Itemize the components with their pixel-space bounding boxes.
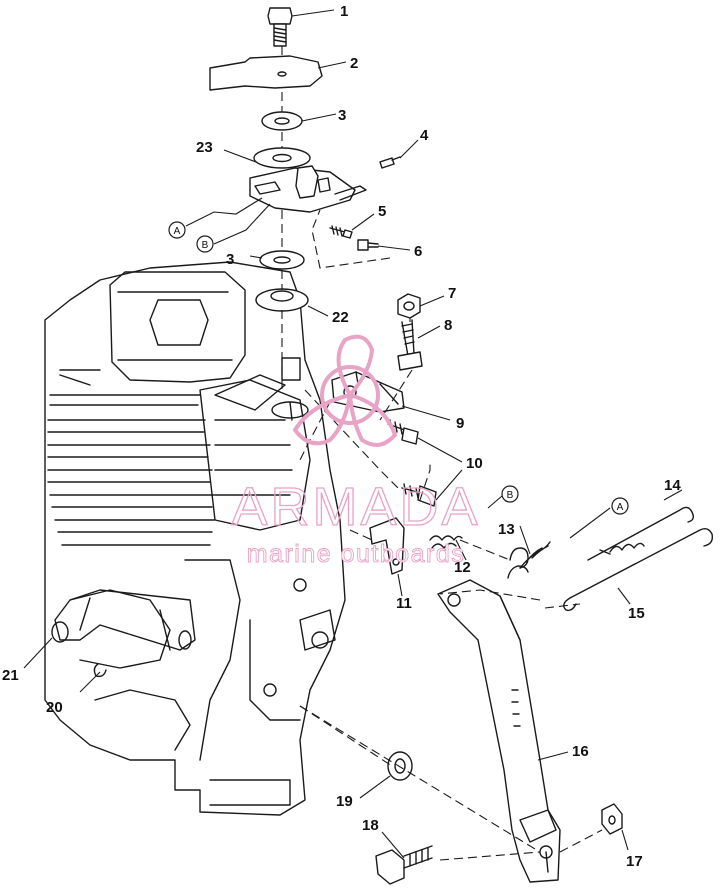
ref-circle-a-lower: [611, 497, 629, 515]
callout-14: 14: [664, 477, 681, 494]
callout-3-upper: 3: [338, 107, 346, 124]
control-plate: [209, 55, 323, 91]
small-screw: [379, 156, 401, 169]
callout-10: 10: [466, 455, 483, 472]
flat-washer: [387, 751, 413, 781]
callout-23: 23: [196, 139, 213, 156]
callout-7: 7: [448, 285, 456, 302]
governor-spring: [507, 541, 551, 579]
callout-16: 16: [572, 743, 589, 760]
callout-2: 2: [350, 55, 358, 72]
washer-lower: [259, 250, 305, 270]
engine-block: [44, 261, 346, 816]
callout-12: 12: [454, 559, 471, 576]
linkage-rod: [587, 506, 695, 561]
spacer: [255, 288, 309, 312]
control-rod: [563, 527, 714, 612]
bracket-bolt: [401, 483, 437, 507]
callout-8: 8: [444, 317, 452, 334]
callout-19: 19: [336, 793, 353, 810]
callout-1: 1: [340, 3, 348, 20]
watermark-subtitle: marine outboards: [247, 540, 466, 568]
callout-3-lower: 3: [226, 251, 234, 268]
screw-six: [357, 239, 379, 251]
callout-4: 4: [420, 127, 429, 144]
callout-13: 13: [498, 521, 515, 538]
ref-circle-b-upper: [196, 235, 214, 253]
callout-20: 20: [46, 699, 63, 716]
callout-22: 22: [332, 309, 349, 326]
speed-control-lever: [437, 579, 561, 883]
callout-6: 6: [414, 243, 422, 260]
ref-circle-b-lower: [501, 485, 519, 503]
speed-control-assembly: [249, 147, 367, 213]
callout-9: 9: [456, 415, 464, 432]
armada-watermark: ARMADA marine outboards: [231, 334, 480, 568]
callout-18: 18: [362, 817, 379, 834]
adjusting-screw: [329, 225, 353, 239]
retaining-clip: [93, 663, 107, 678]
armada-logo-icon: [292, 334, 398, 447]
square-nut: [601, 803, 623, 835]
ref-circle-a-upper: [168, 221, 186, 239]
leader-lines: [23, 9, 683, 859]
pivot-bolt: [375, 845, 433, 885]
callout-5: 5: [378, 203, 386, 220]
ref-label-b-lower: B: [507, 490, 514, 501]
callout-17: 17: [626, 853, 643, 870]
crank-lever: [51, 589, 196, 651]
reference-markers: A B A B: [168, 221, 629, 515]
ref-label-a-upper: A: [174, 226, 181, 237]
hex-nut: [397, 293, 421, 319]
callout-labels: 1 2 3 3 4 5 6 7 8 9 10 11 12 13 14 15 16…: [2, 3, 681, 870]
callout-11: 11: [396, 595, 412, 612]
assembly-lines: [281, 46, 603, 861]
cable-bracket: [369, 517, 405, 575]
washer-upper: [261, 111, 303, 131]
watermark-title: ARMADA: [231, 477, 480, 537]
callout-21: 21: [2, 667, 19, 684]
ref-label-b-upper: B: [202, 240, 209, 251]
small-spring: [429, 535, 463, 549]
clamp-bolt: [397, 319, 423, 371]
ref-label-a-lower: A: [617, 502, 624, 513]
top-bolt: [267, 7, 293, 47]
callout-15: 15: [628, 605, 645, 622]
lever-bolt: [387, 419, 419, 445]
